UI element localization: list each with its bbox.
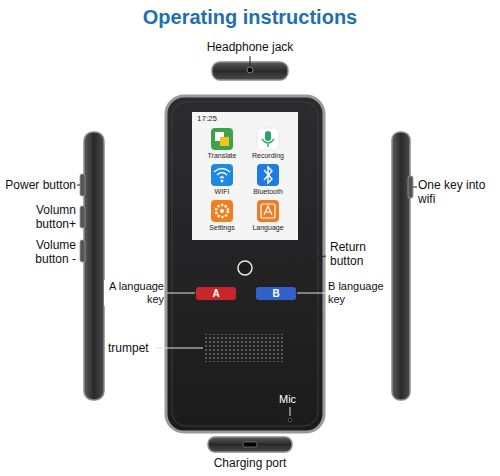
translate-glyph bbox=[220, 137, 229, 146]
screen-clock: 17:25 bbox=[197, 114, 217, 124]
speaker-grille bbox=[205, 334, 285, 362]
leader-line bbox=[77, 185, 80, 186]
wifi-key bbox=[408, 176, 413, 198]
charging-port bbox=[243, 442, 257, 447]
left-side-view bbox=[84, 132, 104, 400]
volume-down-button bbox=[80, 240, 85, 262]
leader-line bbox=[250, 56, 251, 66]
gear-glyph bbox=[220, 209, 224, 213]
language-glyph bbox=[264, 206, 272, 215]
leader-line bbox=[297, 293, 326, 294]
right-side-view bbox=[392, 132, 410, 400]
part-label: One key into wifi bbox=[418, 178, 490, 206]
bottom-view bbox=[208, 437, 292, 452]
app-label: Language bbox=[246, 223, 290, 232]
part-label: Power button bbox=[2, 178, 76, 192]
settings-icon bbox=[211, 200, 233, 222]
return-button bbox=[238, 261, 252, 275]
part-label: Volume button - bbox=[18, 238, 76, 266]
wifi-icon bbox=[211, 164, 233, 186]
leader-line bbox=[167, 293, 195, 294]
app-label: Translate bbox=[200, 151, 244, 160]
app-label: Bluetooth bbox=[246, 187, 290, 196]
part-label: Mic bbox=[279, 393, 296, 406]
leader-line bbox=[290, 407, 291, 416]
recording-icon bbox=[257, 128, 279, 150]
mic-hole bbox=[288, 418, 292, 422]
device-front bbox=[166, 96, 324, 432]
app-label: Recording bbox=[246, 151, 290, 160]
bluetooth-glyph bbox=[264, 167, 272, 183]
part-label: Volumn button+ bbox=[18, 203, 76, 231]
key-letter: B bbox=[256, 287, 296, 300]
diagram-title: Operating instructions bbox=[0, 5, 500, 29]
part-label: Charging port bbox=[200, 456, 300, 470]
language-glyph bbox=[261, 204, 275, 218]
device-bezel bbox=[172, 102, 318, 426]
screen bbox=[192, 112, 298, 240]
a-language-key bbox=[196, 287, 236, 300]
leader-line bbox=[413, 187, 417, 188]
part-label: B language key bbox=[328, 280, 390, 306]
power-button bbox=[80, 174, 85, 196]
wifi-glyph bbox=[221, 180, 224, 183]
part-label: A language key bbox=[104, 280, 164, 306]
app-label: WIFI bbox=[200, 187, 244, 196]
b-language-key bbox=[256, 287, 296, 300]
bluetooth-icon bbox=[257, 164, 279, 186]
gear-glyph bbox=[216, 205, 228, 217]
wifi-glyph bbox=[214, 169, 230, 179]
app-label: Settings bbox=[200, 223, 244, 232]
mic-glyph bbox=[265, 131, 271, 141]
leader-line bbox=[156, 348, 203, 349]
language-icon bbox=[257, 200, 279, 222]
volume-up-button bbox=[80, 206, 85, 228]
part-label: trumpet bbox=[108, 341, 149, 355]
headphone-jack bbox=[247, 67, 253, 73]
mic-glyph bbox=[262, 139, 274, 147]
part-label: Return button bbox=[330, 240, 386, 268]
key-letter: A bbox=[196, 287, 236, 300]
translate-icon bbox=[211, 128, 233, 150]
part-label: Headphone jack bbox=[200, 40, 300, 54]
leader-line bbox=[253, 256, 326, 266]
